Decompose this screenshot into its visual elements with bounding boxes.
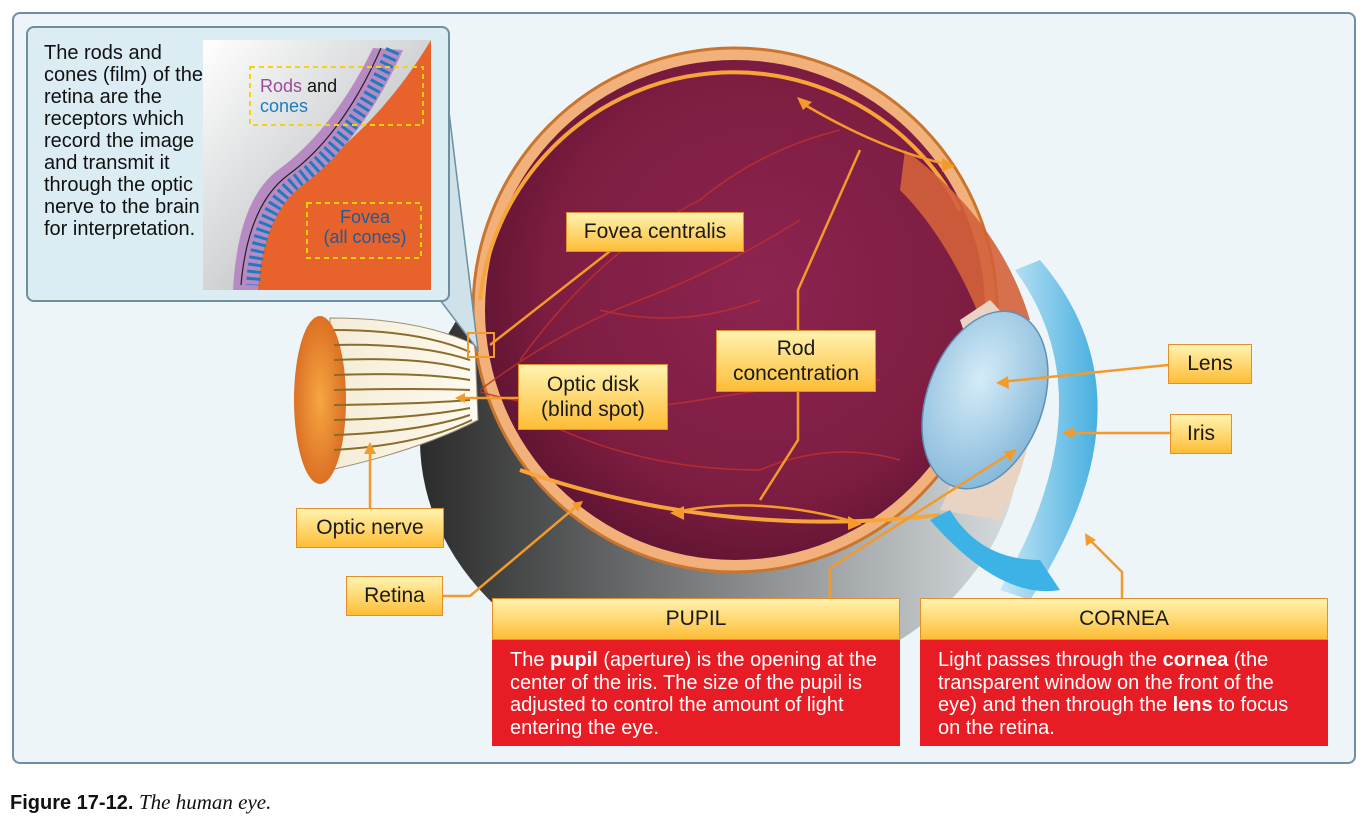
fovea-leader	[489, 247, 615, 346]
cornea-info-box: CORNEA Light passes through the cornea (…	[920, 598, 1328, 746]
retina-label: Retina	[346, 576, 443, 616]
pupil-title: PUPIL	[492, 598, 900, 640]
and-word: and	[307, 76, 338, 96]
pupil-text-pre: The	[510, 649, 551, 671]
cornea-text-pre: Light passes through the	[938, 649, 1163, 671]
inset-description: The rods and cones (film) of the retina …	[44, 42, 203, 240]
arrowhead	[572, 501, 583, 512]
pupil-description: The pupil (aperture) is the opening at t…	[492, 640, 900, 746]
cornea-description: Light passes through the cornea (the tra…	[920, 640, 1328, 746]
figure-number: Figure 17-12.	[10, 792, 134, 814]
arrowhead	[797, 97, 812, 110]
eyeball-interior	[485, 60, 985, 560]
fovea-line1: Fovea	[339, 207, 391, 227]
pupil-leader	[828, 450, 1013, 598]
arrowhead	[996, 376, 1009, 389]
cornea-text-bold2: lens	[1172, 694, 1213, 717]
fovea-centralis-label: Fovea centralis	[566, 212, 744, 252]
arrowhead	[670, 506, 684, 520]
rod-leader-up	[796, 149, 862, 330]
arrowhead	[1085, 533, 1096, 546]
rods-cones-label: Rods and cones	[260, 76, 380, 117]
cones-word: cones	[260, 95, 309, 116]
cornea-title: CORNEA	[920, 598, 1328, 640]
retina-lower	[519, 468, 941, 524]
optic-nerve-label: Optic nerve	[296, 508, 444, 548]
ciliary-body	[900, 150, 1030, 330]
cornea-lower	[930, 510, 1060, 592]
arrowhead	[1062, 427, 1074, 439]
arrowhead	[942, 158, 955, 172]
retina-layer	[478, 70, 962, 301]
cornea-shape	[1000, 260, 1098, 600]
rod-leader-down	[758, 392, 800, 501]
arrowhead	[364, 442, 376, 454]
arrowhead	[1004, 449, 1017, 462]
optic-disk-line1: Optic disk	[546, 372, 640, 396]
rods-word: Rods	[260, 76, 303, 96]
lens-text: Lens	[1187, 352, 1233, 376]
fovea-inset-label: Fovea (all cones)	[309, 207, 421, 248]
rod-arc-top	[799, 100, 951, 167]
retina-closeup	[203, 40, 431, 290]
lens-label: Lens	[1168, 344, 1252, 384]
arrowhead	[848, 516, 862, 530]
optic-disk-line2: (blind spot)	[541, 398, 645, 421]
arrowhead	[455, 393, 465, 403]
lens-leader	[999, 363, 1169, 384]
pupil-text-bold: pupil	[550, 649, 598, 671]
eye-illustration	[294, 37, 1170, 690]
pupil-text-post: (aperture) is the opening at the center …	[510, 649, 877, 739]
iris-text: Iris	[1187, 422, 1215, 446]
cornea-text-bold1: cornea	[1162, 649, 1229, 671]
lens-shape	[921, 310, 1049, 490]
optic-nerve-end	[294, 316, 346, 484]
rod-arc-bottom	[674, 504, 856, 524]
fovea-line2: (all cones)	[323, 226, 407, 247]
figure-title: The human eye.	[138, 790, 272, 814]
rod-line2: concentration	[732, 362, 860, 385]
cornea-text-mid: (the transparent window on the front of …	[938, 649, 1274, 717]
rod-line1: Rod	[776, 336, 816, 360]
fovea-marker-box	[467, 332, 495, 358]
cornea-leader	[1087, 537, 1124, 598]
fovea-centralis-text: Fovea centralis	[583, 220, 727, 244]
retina-text: Retina	[364, 584, 425, 608]
rod-concentration-label: Rod concentration	[716, 330, 876, 392]
optic-nerve-text: Optic nerve	[316, 516, 424, 540]
retina-leader	[443, 504, 579, 598]
pupil-info-box: PUPIL The pupil (aperture) is the openin…	[492, 598, 900, 746]
cornea-text-post: to focus on the retina.	[938, 694, 1289, 739]
iris-label: Iris	[1170, 414, 1232, 454]
figure-caption: Figure 17-12. The human eye.	[10, 790, 271, 815]
optic-disk-label: Optic disk (blind spot)	[518, 364, 668, 430]
